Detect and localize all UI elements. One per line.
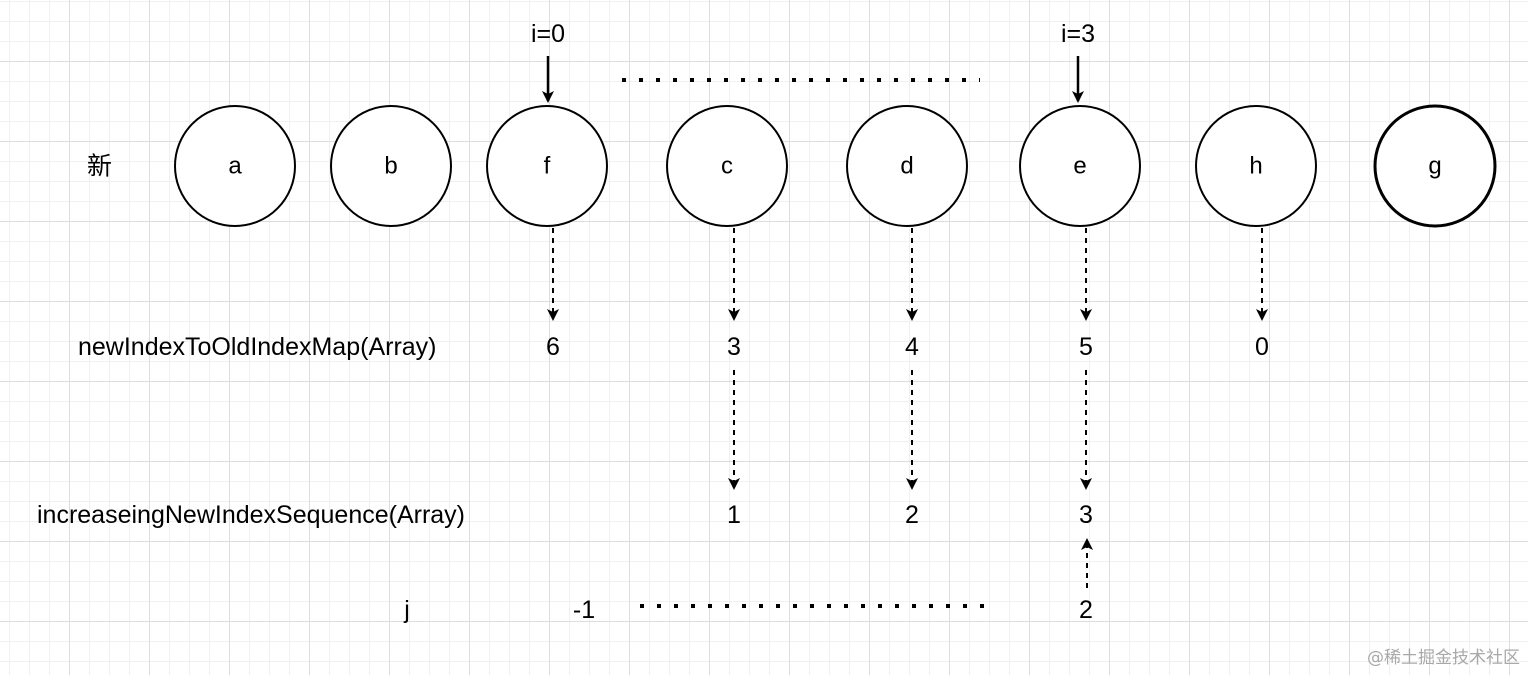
node-b: b <box>330 105 452 227</box>
map-label: newIndexToOldIndexMap(Array) <box>78 333 437 361</box>
node-to-map-arrows <box>547 228 1268 321</box>
node-label: d <box>900 153 913 180</box>
node-d: d <box>846 105 968 227</box>
node-c: c <box>666 105 788 227</box>
node-label: g <box>1428 153 1441 180</box>
node-f: f <box>486 105 608 227</box>
seq-label: increaseingNewIndexSequence(Array) <box>37 501 465 529</box>
node-g: g <box>1373 104 1497 228</box>
j-label: j <box>403 596 410 624</box>
node-list: a b f c d e h g <box>174 104 1497 228</box>
seq-value: 1 <box>727 501 741 529</box>
new-row-label: 新 <box>87 152 112 181</box>
pointer-i-end-label: i=3 <box>1061 20 1095 48</box>
seq-values: 1 2 3 <box>727 501 1093 529</box>
j-end-value: 2 <box>1079 596 1093 624</box>
seq-value: 2 <box>905 501 919 529</box>
seq-value: 3 <box>1079 501 1093 529</box>
node-e: e <box>1019 105 1141 227</box>
node-label: b <box>384 153 397 180</box>
map-value: 0 <box>1255 333 1269 361</box>
node-label: a <box>228 153 242 180</box>
map-values: 6 3 4 5 0 <box>546 333 1269 361</box>
node-h: h <box>1195 105 1317 227</box>
node-a: a <box>174 105 296 227</box>
pointer-i-start-label: i=0 <box>531 20 565 48</box>
node-label: h <box>1249 153 1262 180</box>
node-label: f <box>544 153 551 180</box>
j-start-value: -1 <box>573 596 595 624</box>
map-to-seq-arrows <box>728 370 1092 490</box>
map-value: 5 <box>1079 333 1093 361</box>
node-label: e <box>1073 153 1086 180</box>
node-label: c <box>721 153 733 180</box>
map-value: 6 <box>546 333 560 361</box>
map-value: 3 <box>727 333 741 361</box>
watermark: @稀土掘金技术社区 <box>1367 648 1520 668</box>
map-value: 4 <box>905 333 919 361</box>
